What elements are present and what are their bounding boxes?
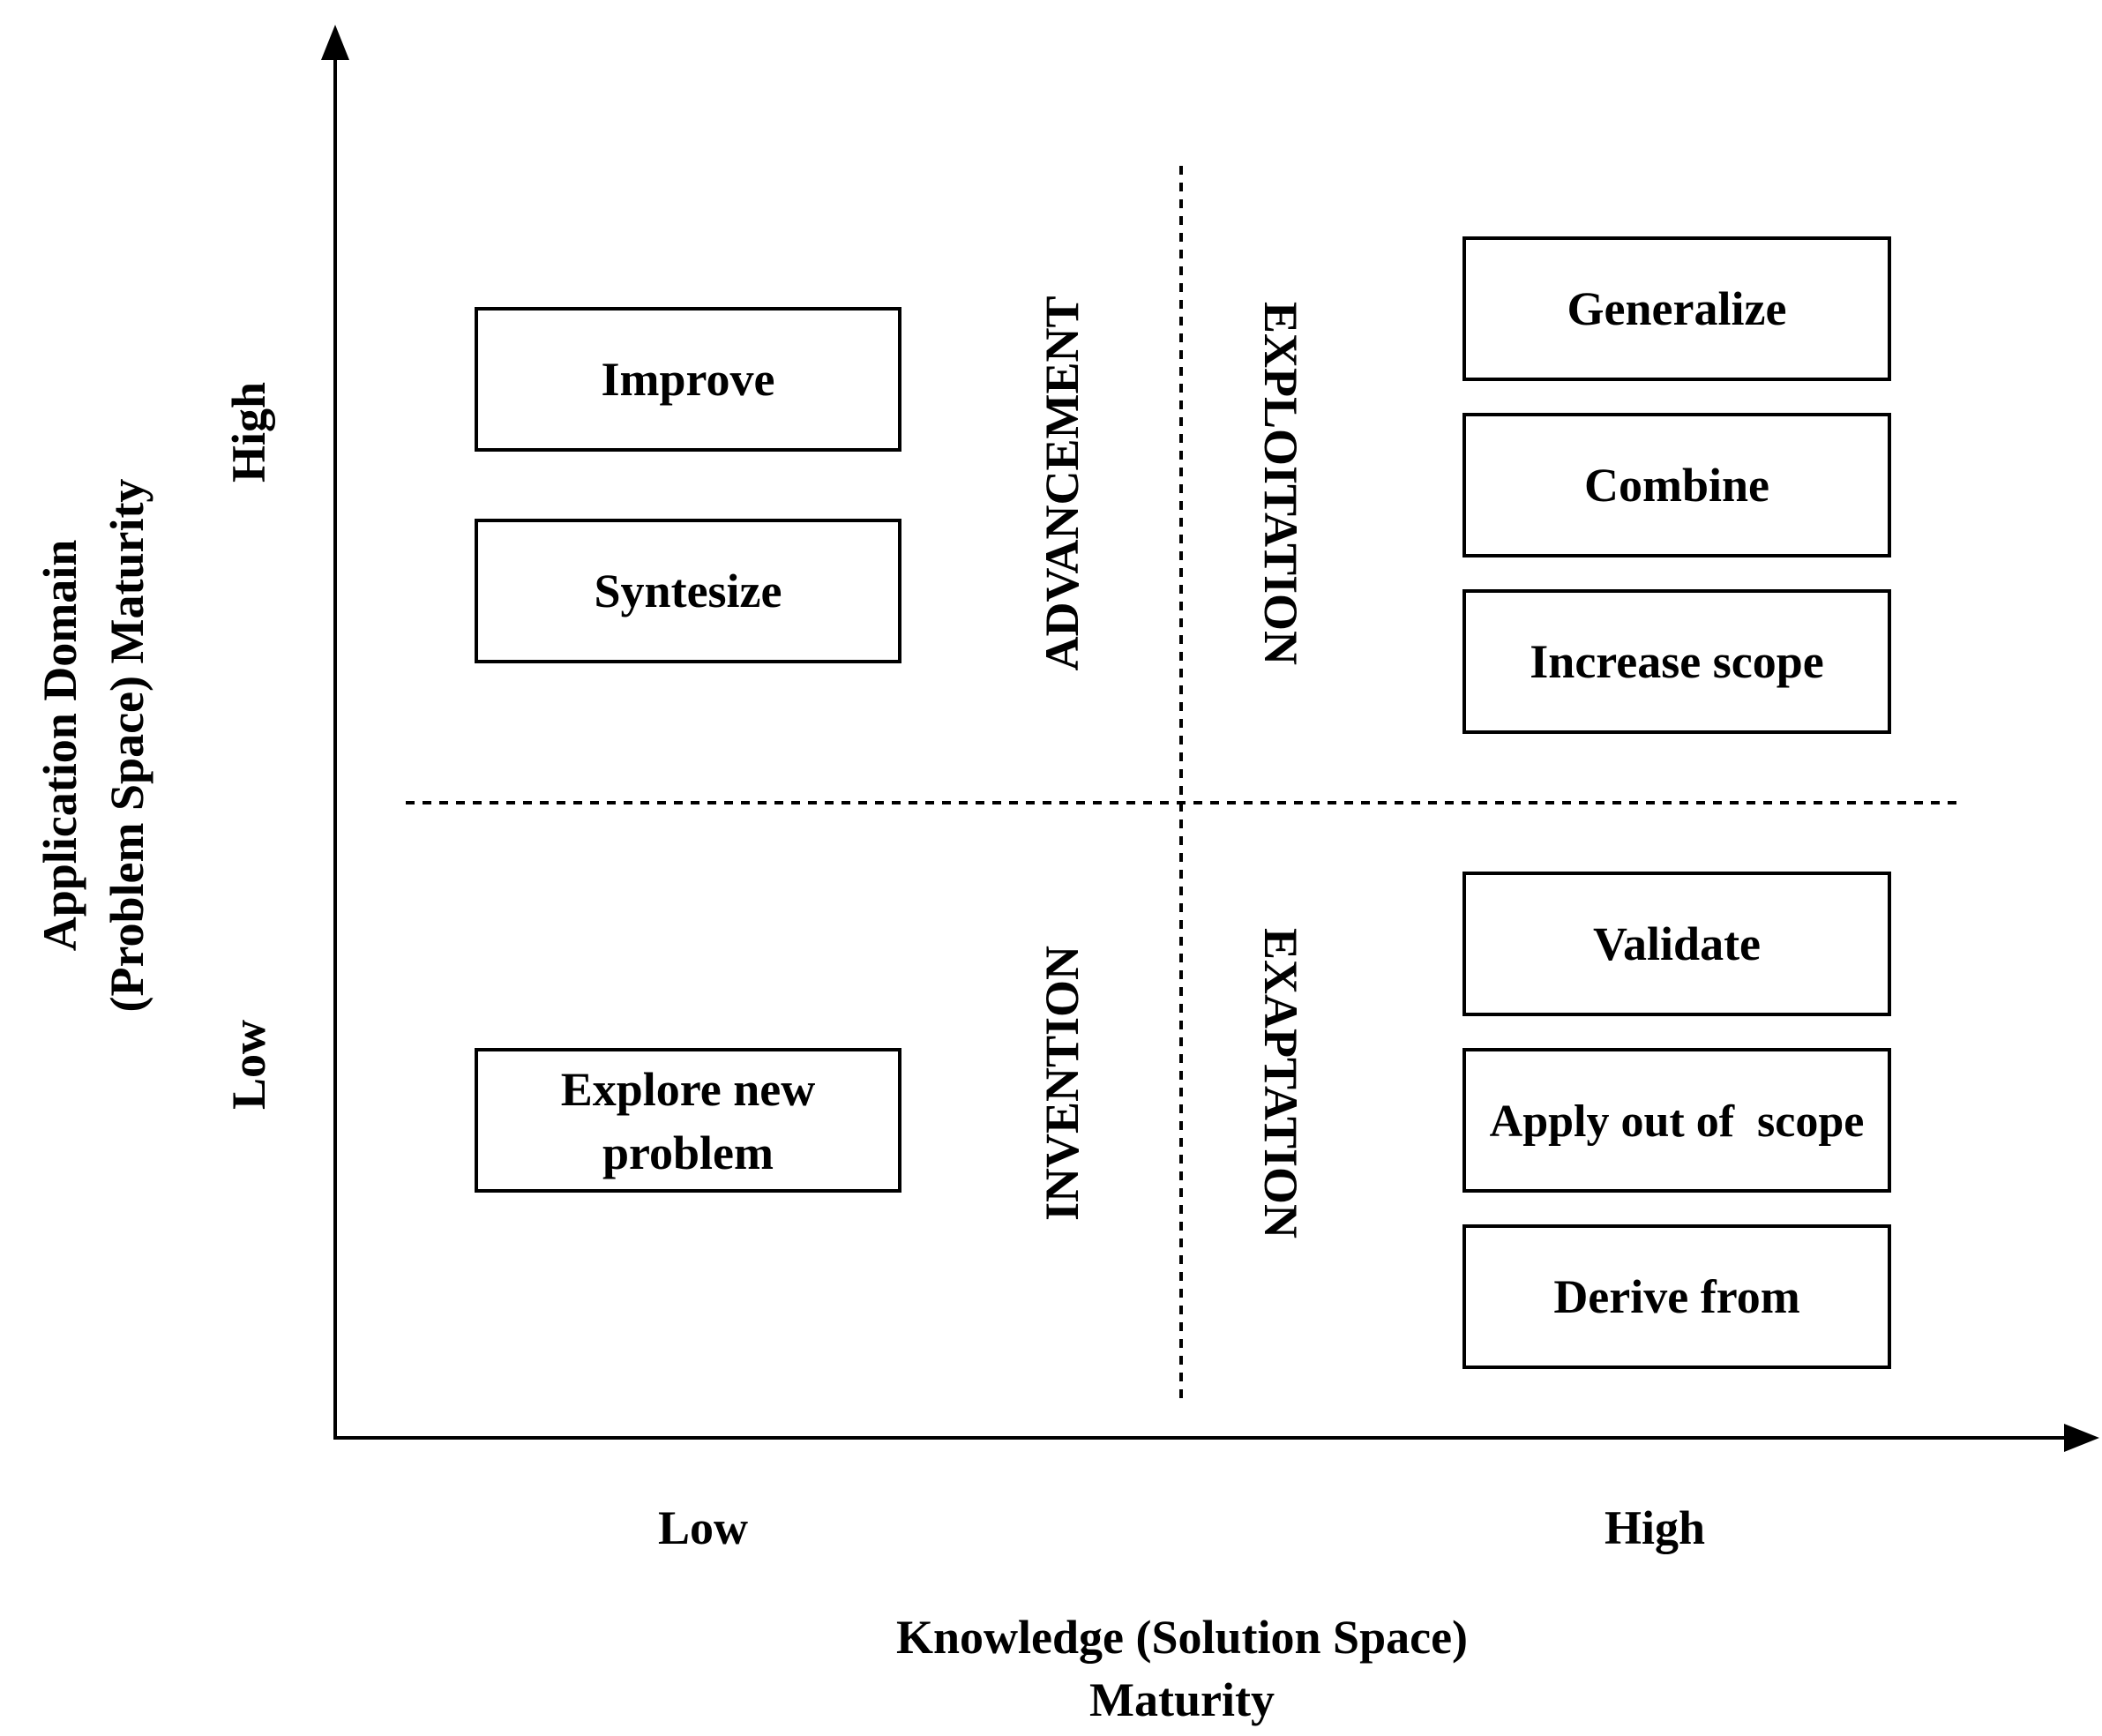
box-derive-from-label: Derive from (1553, 1270, 1799, 1323)
box-syntesize-label: Syntesize (595, 565, 782, 617)
quadrant-label-advancement: ADVANCEMENT (1036, 296, 1088, 670)
y-tick-high: High (222, 382, 275, 483)
box-derive-from: Derive from (1462, 1224, 1891, 1369)
box-improve: Improve (475, 307, 901, 452)
x-axis-title-line1: Knowledge (Solution Space) (896, 1611, 1468, 1664)
box-generalize-label: Generalize (1567, 282, 1787, 335)
y-axis-title-line1: Application Domain (34, 540, 86, 952)
x-axis-arrowhead (2064, 1424, 2099, 1452)
box-combine: Combine (1462, 413, 1891, 557)
box-apply-out-of-scope: Apply out of scope (1462, 1048, 1891, 1193)
box-explore-new-problem: Explore new problem (475, 1048, 901, 1193)
quadrant-label-exploitation: EXPLOITATION (1254, 302, 1307, 665)
x-tick-low: Low (658, 1501, 748, 1554)
box-increase-scope-label: Increase scope (1530, 635, 1823, 688)
box-validate-label: Validate (1593, 917, 1761, 970)
box-increase-scope: Increase scope (1462, 589, 1891, 734)
quadrant-label-exaptation: EXAPTATION (1254, 928, 1307, 1238)
quadrant-label-invention: INVENTION (1036, 946, 1088, 1221)
box-explore-label-line1: Explore new (561, 1063, 816, 1116)
box-combine-label: Combine (1584, 459, 1769, 512)
x-axis-title-line2: Maturity (1089, 1673, 1275, 1726)
y-axis-arrowhead (321, 25, 349, 60)
box-apply-out-of-scope-label: Apply out of scope (1490, 1096, 1865, 1147)
y-axis-title-line2: (Problem Space) Maturity (101, 479, 153, 1013)
box-improve-label: Improve (602, 353, 775, 406)
box-validate: Validate (1462, 872, 1891, 1016)
x-tick-high: High (1605, 1501, 1705, 1554)
y-tick-low: Low (222, 1020, 275, 1110)
box-generalize: Generalize (1462, 236, 1891, 381)
box-syntesize: Syntesize (475, 519, 901, 663)
box-explore-label-line2: problem (602, 1126, 774, 1179)
